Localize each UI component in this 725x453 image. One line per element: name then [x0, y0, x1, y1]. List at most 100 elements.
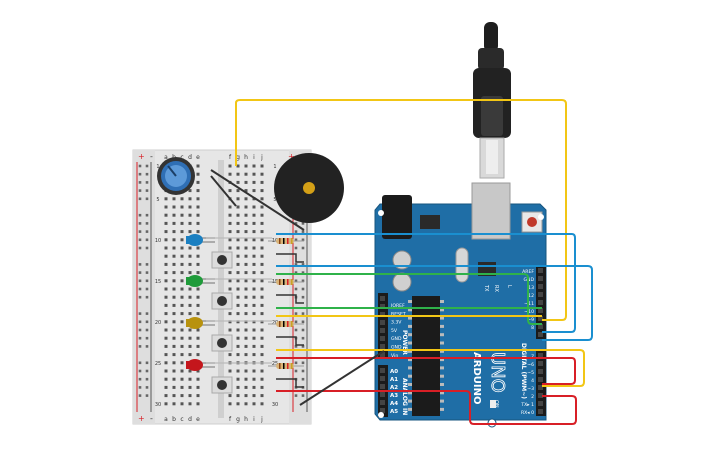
- column-letter: f: [229, 154, 232, 161]
- wire-yellow-buzzer: [235, 99, 567, 321]
- column-letter: h: [244, 154, 248, 161]
- power-pin-label: 5V: [391, 328, 398, 334]
- digital-section-label: DIGITAL (PWM~): [520, 343, 527, 399]
- usb-port: [471, 182, 511, 240]
- wire-yellow-button: [276, 349, 585, 387]
- column-letter: h: [244, 416, 248, 423]
- row-number: 30: [272, 402, 278, 408]
- push-button[interactable]: [211, 292, 304, 310]
- digital-pin-label: AREF: [522, 269, 534, 275]
- rail-minus-label: -: [150, 152, 153, 161]
- row-number: 5: [273, 197, 276, 203]
- wire-red-button: [276, 390, 577, 425]
- column-letter: i: [253, 154, 255, 161]
- column-letter: b: [172, 416, 176, 423]
- column-letter: g: [236, 416, 240, 423]
- arduino-brand: ARDUINO: [471, 352, 482, 404]
- rail-plus-label-bottom: +: [138, 414, 145, 423]
- resistor: [206, 237, 304, 244]
- wire-blue-led: [276, 233, 576, 333]
- row-number: 25: [155, 361, 161, 367]
- piezo-buzzer[interactable]: [274, 153, 344, 223]
- row-number: 20: [155, 320, 161, 326]
- digital-header-bottom: [536, 350, 546, 416]
- digital-pin-label: 2: [531, 394, 534, 400]
- push-button[interactable]: [211, 334, 304, 352]
- row-number: 15: [155, 279, 161, 285]
- power-header: [378, 293, 388, 359]
- column-letter: d: [188, 416, 192, 423]
- wire-red-led: [276, 357, 576, 385]
- wires: [210, 99, 593, 425]
- digital-pin-label: TX▸ 1: [520, 402, 534, 408]
- arduino-model: UNO: [487, 352, 508, 393]
- l-led-label: L: [506, 285, 512, 288]
- column-letter: a: [164, 416, 168, 423]
- digital-pin-label: 4: [531, 378, 534, 384]
- digital-pin-label: 13: [528, 285, 534, 291]
- breadboard-holes: [138, 164, 305, 406]
- power-pin-label: GND: [391, 345, 402, 351]
- resistor: [206, 362, 304, 369]
- power-jack: [382, 195, 412, 239]
- analog-pin-label: A4: [390, 401, 398, 407]
- wire-black-pot: [210, 169, 305, 231]
- analog-section-label: ANALOG IN: [401, 378, 408, 415]
- power-pin-labels: IOREF RESET 3.3V 5V GND GND Vin: [391, 303, 406, 359]
- column-letter: e: [196, 154, 200, 161]
- column-letter: c: [180, 154, 183, 161]
- power-pin-label: IOREF: [391, 303, 405, 309]
- resistor: [206, 320, 304, 327]
- on-led: [490, 400, 496, 408]
- rail-plus-label: +: [138, 152, 145, 161]
- rx-led-label: RX: [493, 285, 499, 292]
- power-pin-label: Vin: [391, 353, 398, 359]
- column-letter: c: [180, 416, 183, 423]
- analog-pin-label: A3: [390, 393, 398, 399]
- power-section-label: POWER: [401, 330, 408, 355]
- digital-pin-label: ~9: [527, 317, 534, 323]
- rail-minus-label-bottom: -: [150, 414, 153, 423]
- tx-led-label: TX: [483, 284, 489, 292]
- breadboard-column-letters: aabbccddeeffgghhiijj: [164, 154, 263, 423]
- analog-pin-label: A1: [390, 377, 398, 383]
- row-number: 10: [155, 238, 161, 244]
- column-letter: g: [236, 154, 240, 161]
- breadboard-parts: [186, 234, 304, 394]
- digital-pin-label: ~6: [527, 362, 534, 368]
- column-letter: i: [253, 416, 255, 423]
- column-letter: f: [229, 416, 232, 423]
- push-button[interactable]: [211, 251, 304, 269]
- power-pin-label: GND: [391, 336, 402, 342]
- digital-pin-label: ~10: [524, 309, 534, 315]
- rail-plus-label-right: +: [288, 152, 295, 161]
- column-letter: j: [260, 154, 263, 161]
- push-button[interactable]: [211, 376, 304, 394]
- wire-green-led: [276, 273, 542, 325]
- potentiometer[interactable]: [157, 157, 195, 195]
- digital-pin-label: ~11: [524, 301, 534, 307]
- column-letter: d: [188, 154, 192, 161]
- led-blue[interactable]: [186, 234, 215, 246]
- microcontroller-chip: [412, 296, 440, 416]
- wire-blue-button: [276, 265, 593, 341]
- wire-black-gnd: [299, 350, 385, 406]
- column-letter: a: [164, 154, 168, 161]
- analog-pin-label: A0: [390, 369, 398, 375]
- analog-pin-label: A2: [390, 385, 398, 391]
- power-pin-label: 3.3V: [391, 320, 402, 326]
- resistor: [206, 278, 304, 285]
- power-pin-label: RESET: [391, 311, 406, 317]
- row-number: 30: [155, 402, 161, 408]
- digital-pin-label: 8: [531, 325, 534, 331]
- analog-pin-label: A5: [390, 409, 398, 415]
- usb-cable: [473, 22, 511, 179]
- row-number: 1: [156, 164, 159, 170]
- digital-pin-label: ~3: [527, 386, 534, 392]
- digital-pin-label: ~5: [527, 370, 534, 376]
- row-number: 25: [272, 361, 278, 367]
- row-number: 20: [272, 320, 278, 326]
